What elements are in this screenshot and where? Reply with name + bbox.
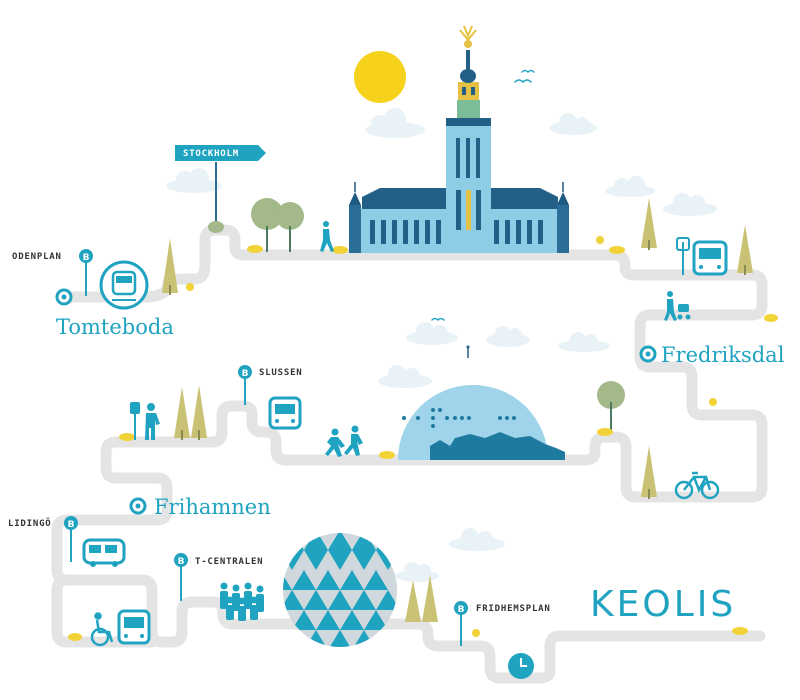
running-family-icon [325, 425, 363, 457]
stop-lidingo: LIDINGÖ B [8, 516, 78, 562]
cloud-icon [449, 528, 505, 551]
star-icon [135, 503, 141, 509]
stop-badge: B [178, 557, 185, 567]
bus-icon [692, 240, 728, 276]
clock-icon [508, 653, 534, 679]
station-label: Tomteboda [56, 315, 174, 339]
triangle-sphere-icon [283, 533, 397, 647]
station-frihamnen: Frihamnen [129, 495, 271, 519]
birds-icon [431, 69, 535, 322]
globe-arena-icon [398, 345, 565, 460]
cloud-icon [406, 322, 458, 345]
crowd-icon [220, 582, 264, 621]
stockholm-sign: STOCKHOLM [175, 145, 266, 233]
station-label: Fredriksdal [661, 343, 785, 367]
bushes [68, 236, 778, 641]
stop-label: FRIDHEMSPLAN [476, 604, 551, 614]
stop-label: T-CENTRALEN [195, 557, 263, 567]
cloud-icon [605, 176, 655, 197]
star-icon [645, 351, 651, 357]
station-fredriksdal: Fredriksdal [639, 343, 785, 367]
tree-trunks [169, 240, 746, 499]
bus-icon [117, 609, 151, 645]
station-tomteboda: Tomteboda [55, 288, 174, 339]
stop-badge: B [242, 369, 249, 379]
stop-label: ODENPLAN [12, 252, 62, 262]
stroller-parent-icon [664, 291, 691, 321]
bus-icon [268, 396, 302, 430]
stop-odenplan: ODENPLAN B [12, 249, 93, 296]
cloud-icon [365, 108, 425, 138]
wheelchair-icon [90, 612, 114, 647]
stop-fridhemsplan: B FRIDHEMSPLAN [454, 601, 551, 646]
stop-label: SLUSSEN [259, 368, 303, 378]
pedestrian-icon [320, 221, 334, 252]
pine-tree-icon [162, 198, 753, 622]
stop-badge: B [458, 605, 465, 615]
stop-badge: B [68, 520, 75, 530]
cloud-icon [395, 562, 439, 582]
sun-icon [354, 51, 406, 103]
person-at-stop-icon [130, 402, 160, 440]
cloud-icon [378, 365, 432, 388]
brand-logo: KEOLIS [590, 584, 736, 625]
tree-icon [251, 198, 304, 252]
stop-tcentralen: B T-CENTRALEN [174, 553, 263, 601]
city-hall-icon [349, 25, 569, 253]
cloud-icon [663, 193, 717, 216]
stop-label: LIDINGÖ [8, 518, 52, 529]
cloud-icon [549, 113, 597, 135]
metro-train-icon [99, 260, 149, 310]
bus-stop-sign-icon [676, 237, 690, 275]
cloud-icon [166, 168, 222, 193]
cloud-icon [486, 326, 530, 347]
cloud-icon [558, 332, 610, 352]
bicycle-icon [674, 471, 720, 500]
stockholm-sign-label: STOCKHOLM [183, 149, 239, 159]
station-label: Frihamnen [154, 495, 271, 519]
van-icon [82, 538, 126, 567]
star-icon [61, 294, 67, 300]
tree-icon [597, 381, 625, 434]
stop-badge: B [83, 253, 90, 263]
clouds [166, 108, 717, 582]
stop-slussen: B SLUSSEN [238, 365, 303, 405]
